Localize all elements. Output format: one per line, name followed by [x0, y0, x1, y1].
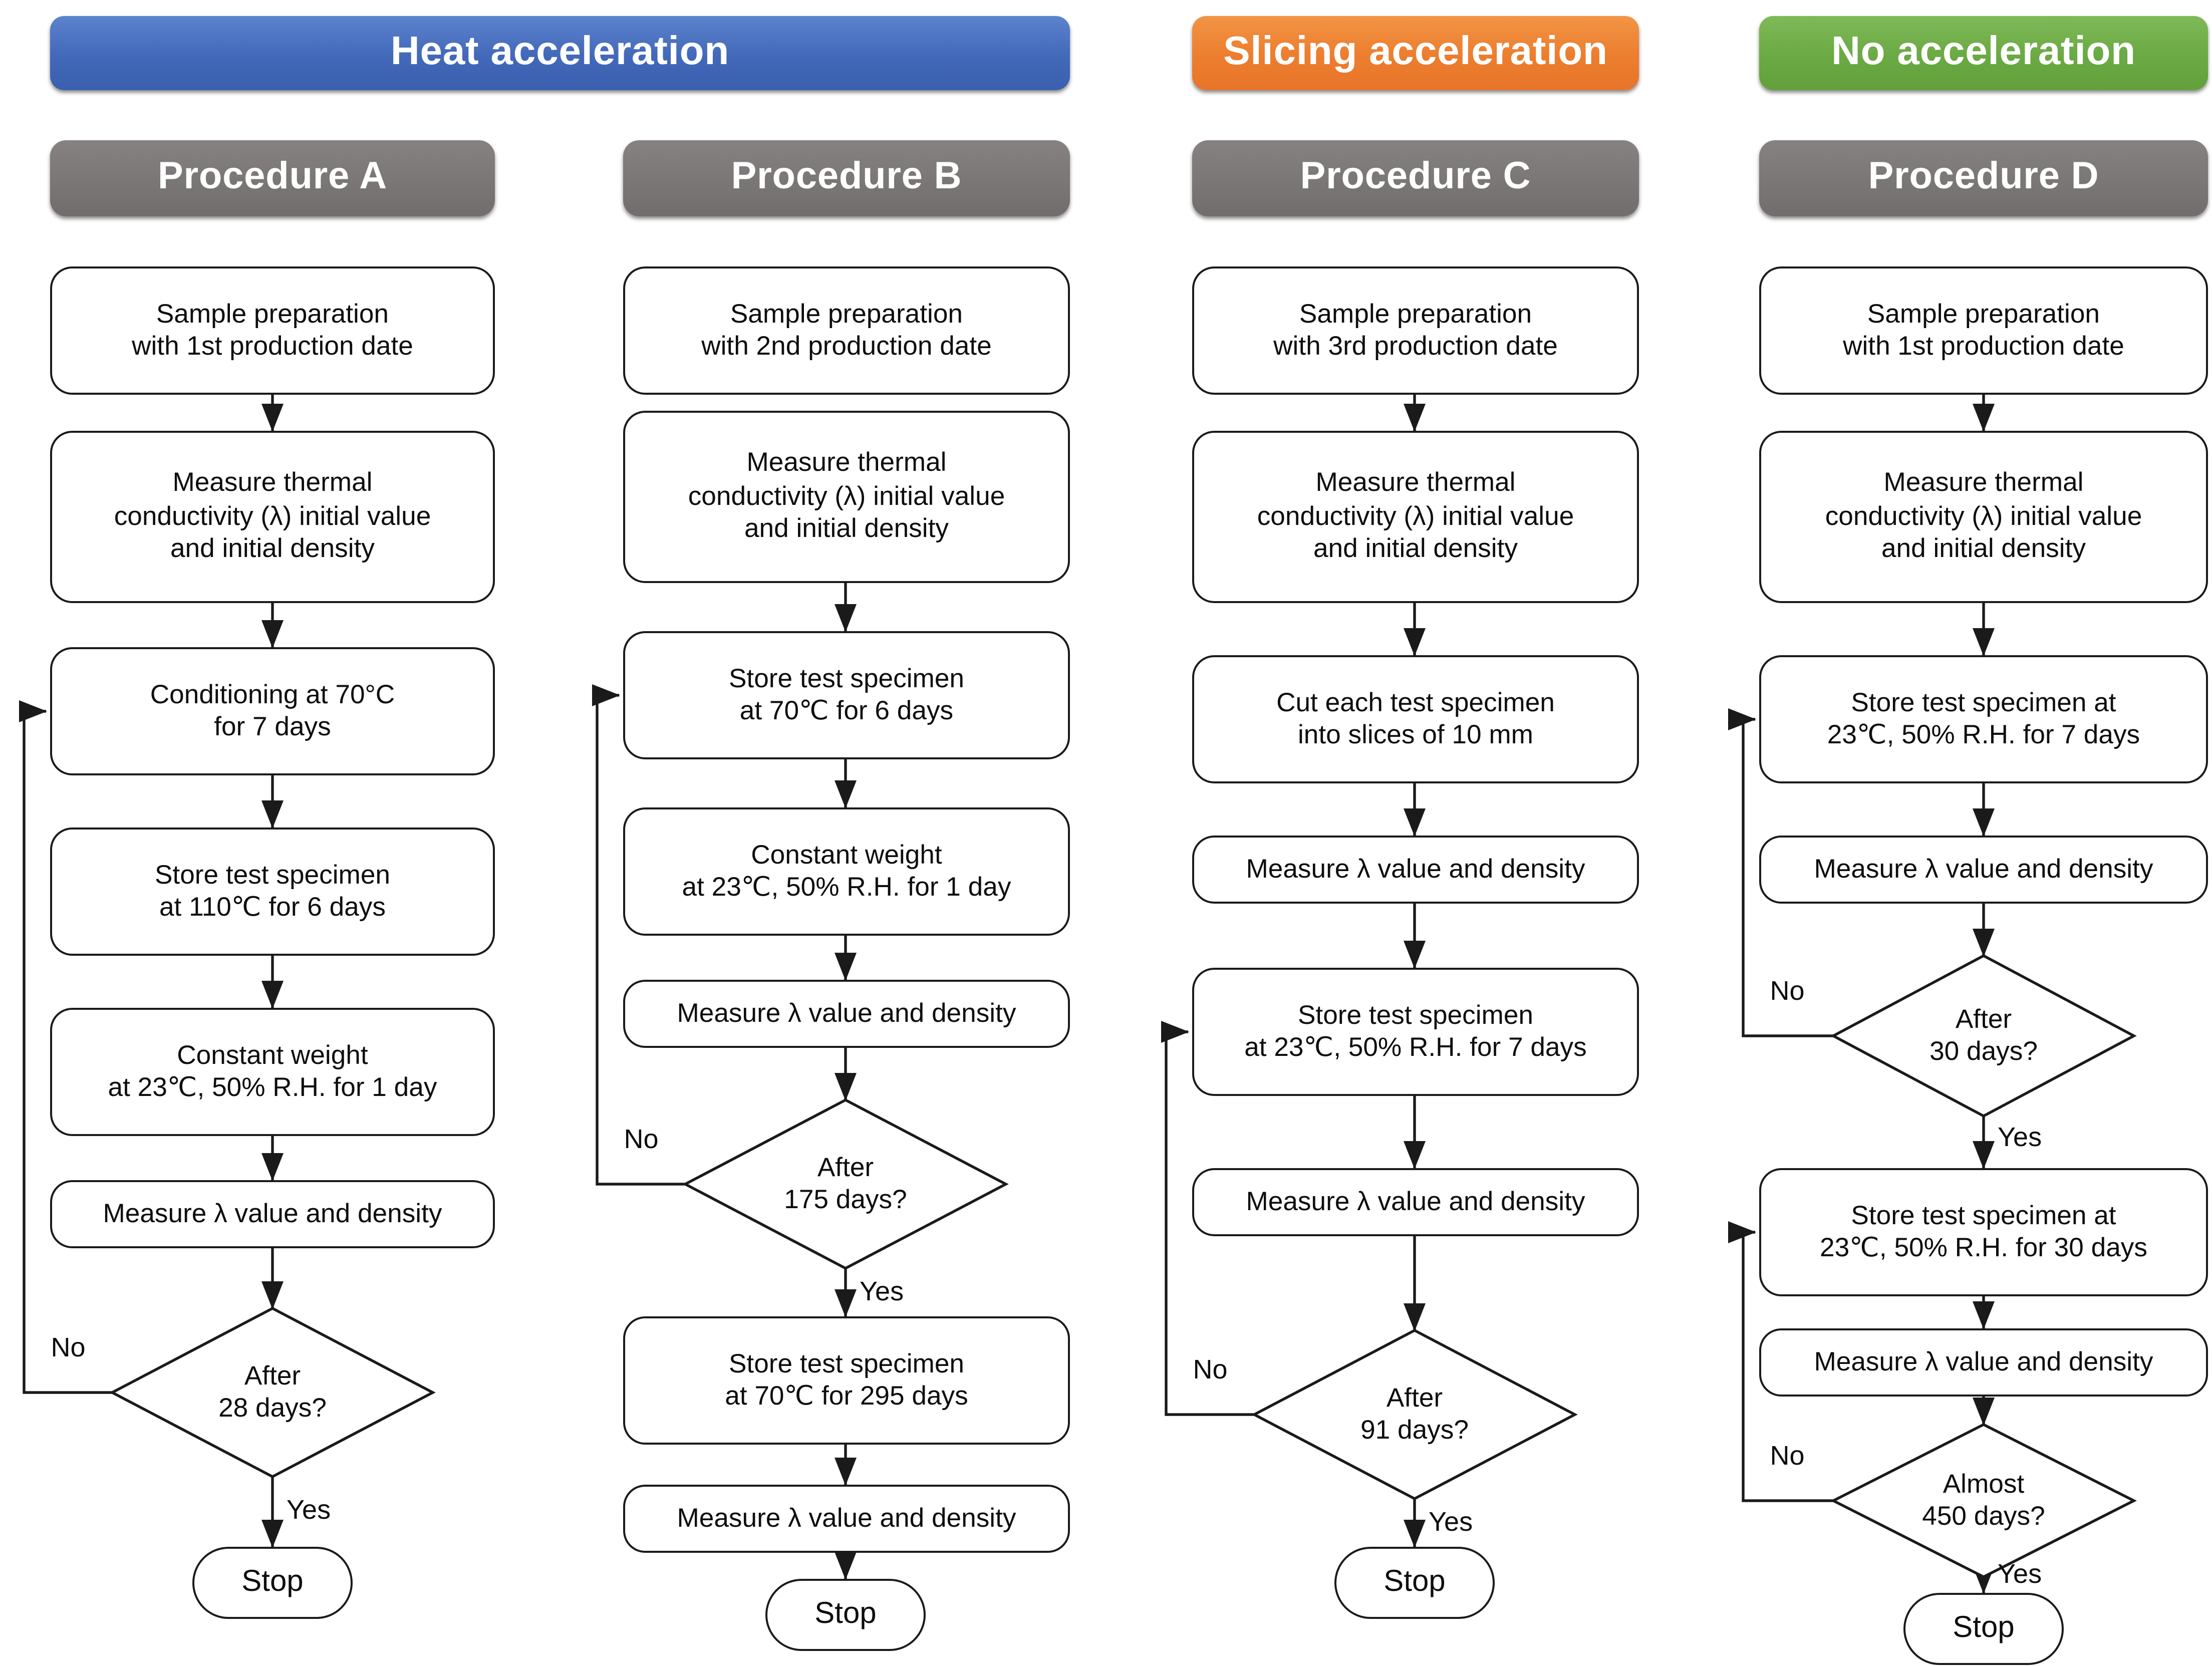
c-decision-after-91-days-text: After 91 days? — [1360, 1381, 1469, 1445]
diamond-a-after-28-days — [109, 1306, 436, 1479]
a-decision-after-28-days-text: After 28 days? — [218, 1359, 327, 1423]
diamond-b-after-175-days — [682, 1098, 1009, 1270]
loop-arrow-b-no — [592, 684, 685, 1186]
procedure-c-header: Procedure C — [1192, 140, 1639, 216]
procedure-b-header: Procedure B — [623, 140, 1070, 216]
b-measure-lambda-2: Measure λ value and density — [623, 1485, 1070, 1553]
a-stop: Stop — [192, 1547, 353, 1619]
diamond-d-after-30-days — [1830, 954, 2137, 1118]
d-measure-initial: Measure thermal conductivity (λ) initial… — [1759, 431, 2208, 603]
a-measure-lambda: Measure λ value and density — [50, 1180, 495, 1248]
d-no-label-450days: No — [1770, 1441, 1805, 1471]
b-stop: Stop — [765, 1579, 926, 1651]
b-yes-label: Yes — [860, 1276, 904, 1306]
a-store-110c-6days: Store test specimen at 110℃ for 6 days — [50, 827, 495, 956]
a-no-label: No — [51, 1332, 86, 1362]
d-no-label-30days: No — [1770, 976, 1805, 1006]
b-sample-preparation: Sample preparation with 2nd production d… — [623, 266, 1070, 395]
b-store-70c-6days: Store test specimen at 70℃ for 6 days — [623, 631, 1070, 759]
b-store-70c-295days: Store test specimen at 70℃ for 295 days — [623, 1316, 1070, 1445]
procedure-a-header: Procedure A — [50, 140, 495, 216]
loop-arrow-d-no-30days — [1728, 708, 1833, 1037]
loop-arrow-a-no — [19, 700, 112, 1394]
group-header-no-acceleration: No acceleration — [1759, 16, 2208, 90]
a-conditioning-70c: Conditioning at 70°C for 7 days — [50, 647, 495, 775]
c-sample-preparation: Sample preparation with 3rd production d… — [1192, 266, 1639, 395]
c-cut-slices-10mm: Cut each test specimen into slices of 10… — [1192, 655, 1639, 783]
c-yes-label: Yes — [1429, 1507, 1473, 1537]
c-measure-lambda-2: Measure λ value and density — [1192, 1168, 1639, 1236]
a-yes-label: Yes — [287, 1495, 331, 1525]
b-measure-lambda-1: Measure λ value and density — [623, 980, 1070, 1048]
b-decision-after-175-days-text: After 175 days? — [784, 1151, 907, 1214]
loop-arrow-d-no-450days — [1728, 1221, 1833, 1502]
c-stop: Stop — [1334, 1547, 1495, 1619]
procedure-d-header: Procedure D — [1759, 140, 2208, 216]
a-measure-initial: Measure thermal conductivity (λ) initial… — [50, 431, 495, 603]
a-constant-weight: Constant weight at 23℃, 50% R.H. for 1 d… — [50, 1008, 495, 1136]
b-measure-initial: Measure thermal conductivity (λ) initial… — [623, 411, 1070, 583]
c-measure-lambda-1: Measure λ value and density — [1192, 836, 1639, 904]
d-measure-lambda-2: Measure λ value and density — [1759, 1328, 2208, 1397]
d-sample-preparation: Sample preparation with 1st production d… — [1759, 266, 2208, 395]
b-constant-weight: Constant weight at 23℃, 50% R.H. for 1 d… — [623, 807, 1070, 936]
d-store-23c-7days: Store test specimen at 23℃, 50% R.H. for… — [1759, 655, 2208, 783]
d-yes-label-30days: Yes — [1998, 1122, 2042, 1152]
loop-arrow-c-no — [1161, 1021, 1254, 1416]
d-decision-almost-450-days-text: Almost 450 days? — [1922, 1468, 2045, 1531]
d-decision-after-30-days-text: After 30 days? — [1929, 1003, 2038, 1066]
d-measure-lambda-1: Measure λ value and density — [1759, 836, 2208, 904]
group-header-heat-acceleration: Heat acceleration — [50, 16, 1070, 90]
d-store-23c-30days: Store test specimen at 23℃, 50% R.H. for… — [1759, 1168, 2208, 1296]
c-store-23c-7days: Store test specimen at 23℃, 50% R.H. for… — [1192, 968, 1639, 1096]
d-yes-label-450days: Yes — [1998, 1559, 2042, 1589]
c-no-label: No — [1193, 1354, 1228, 1384]
d-stop: Stop — [1903, 1593, 2064, 1665]
b-no-label: No — [624, 1124, 659, 1154]
diamond-d-almost-450-days — [1830, 1423, 2137, 1579]
a-sample-preparation: Sample preparation with 1st production d… — [50, 266, 495, 395]
diamond-c-after-91-days — [1251, 1328, 1578, 1501]
group-header-slicing-acceleration: Slicing acceleration — [1192, 16, 1639, 90]
c-measure-initial: Measure thermal conductivity (λ) initial… — [1192, 431, 1639, 603]
